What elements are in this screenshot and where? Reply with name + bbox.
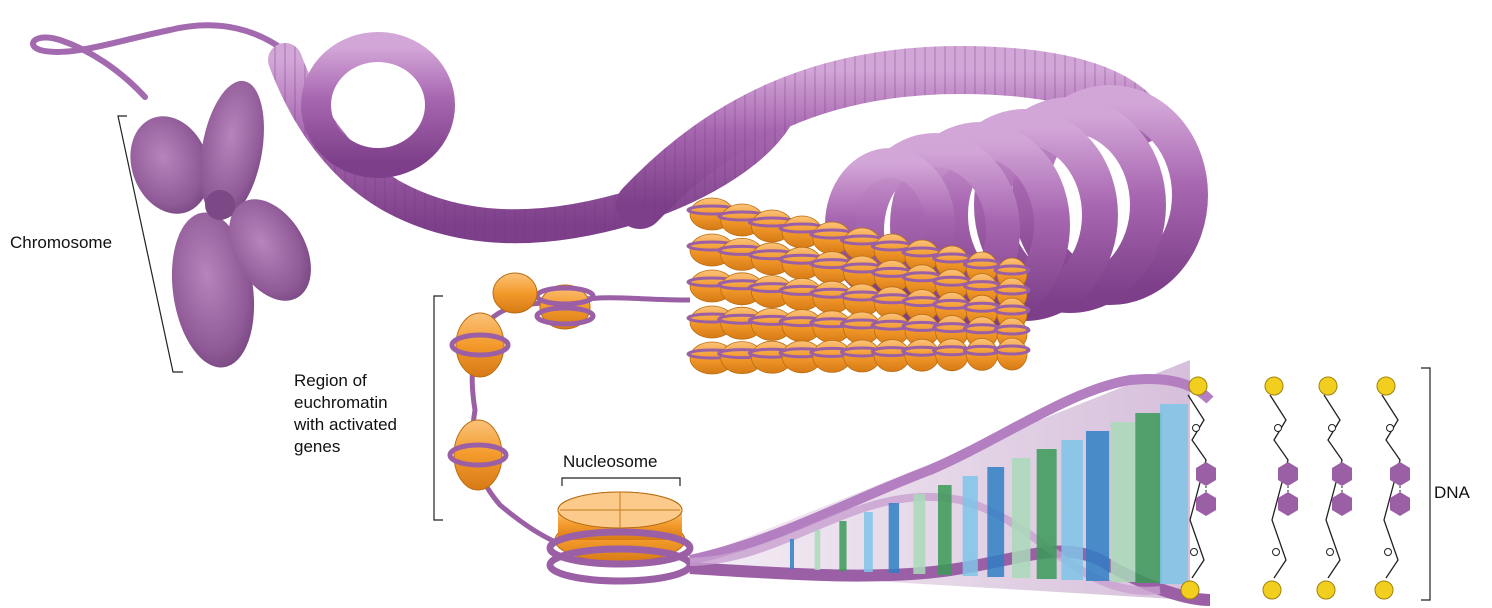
nucleosome [550, 492, 690, 581]
phosphate-group [1377, 377, 1395, 395]
dna-label: DNA [1434, 482, 1470, 504]
euchromatin-label-line: Region of [294, 370, 397, 392]
base-pair [913, 494, 925, 574]
base-pair [1061, 440, 1083, 580]
base-ring [1390, 462, 1410, 486]
phosphate-group [1265, 377, 1283, 395]
base-pair [864, 512, 873, 572]
euchromatin-bracket [434, 296, 443, 520]
base-pair [1111, 422, 1136, 582]
phosphate-group [1319, 377, 1337, 395]
base-pair [963, 476, 978, 576]
base-pair [987, 467, 1004, 577]
base-pair [1135, 413, 1161, 583]
oxygen-atom [1385, 549, 1392, 556]
oxygen-atom [1191, 549, 1198, 556]
nucleosome-label: Nucleosome [563, 451, 658, 473]
oxygen-atom [1387, 425, 1394, 432]
chromosome-label: Chromosome [10, 232, 112, 254]
base-pair [839, 521, 846, 571]
base-pair [790, 539, 794, 569]
base-ring [1332, 492, 1352, 516]
oxygen-atom [1275, 425, 1282, 432]
base-ring [1196, 492, 1216, 516]
base-pair [1086, 431, 1109, 581]
oxygen-atom [1193, 425, 1200, 432]
phosphate-group [1375, 581, 1393, 599]
phosphate-group [1263, 581, 1281, 599]
oxygen-atom [1327, 549, 1334, 556]
base-pair [938, 485, 952, 575]
oxygen-atom [1329, 425, 1336, 432]
base-ring [1332, 462, 1352, 486]
phosphate-group [1317, 581, 1335, 599]
base-ring [1196, 462, 1216, 486]
euchromatin-label-line: with activated [294, 414, 397, 436]
base-ring [1278, 492, 1298, 516]
base-pair [1037, 449, 1057, 579]
dna-chemical-structure [1181, 377, 1410, 599]
phosphate-group [1181, 581, 1199, 599]
base-ring [1390, 492, 1410, 516]
base-pair [889, 503, 899, 573]
euchromatin-label-line: euchromatin [294, 392, 397, 414]
nucleosome-bracket [562, 478, 680, 486]
euchromatin-label: Region of euchromatin with activated gen… [294, 370, 397, 458]
phosphate-group [1189, 377, 1207, 395]
base-ring [1278, 462, 1298, 486]
dna-bracket [1421, 368, 1430, 600]
base-pair [815, 530, 821, 570]
oxygen-atom [1273, 549, 1280, 556]
base-pair [1160, 404, 1188, 584]
base-pair [1012, 458, 1030, 578]
euchromatin-label-line: genes [294, 436, 397, 458]
